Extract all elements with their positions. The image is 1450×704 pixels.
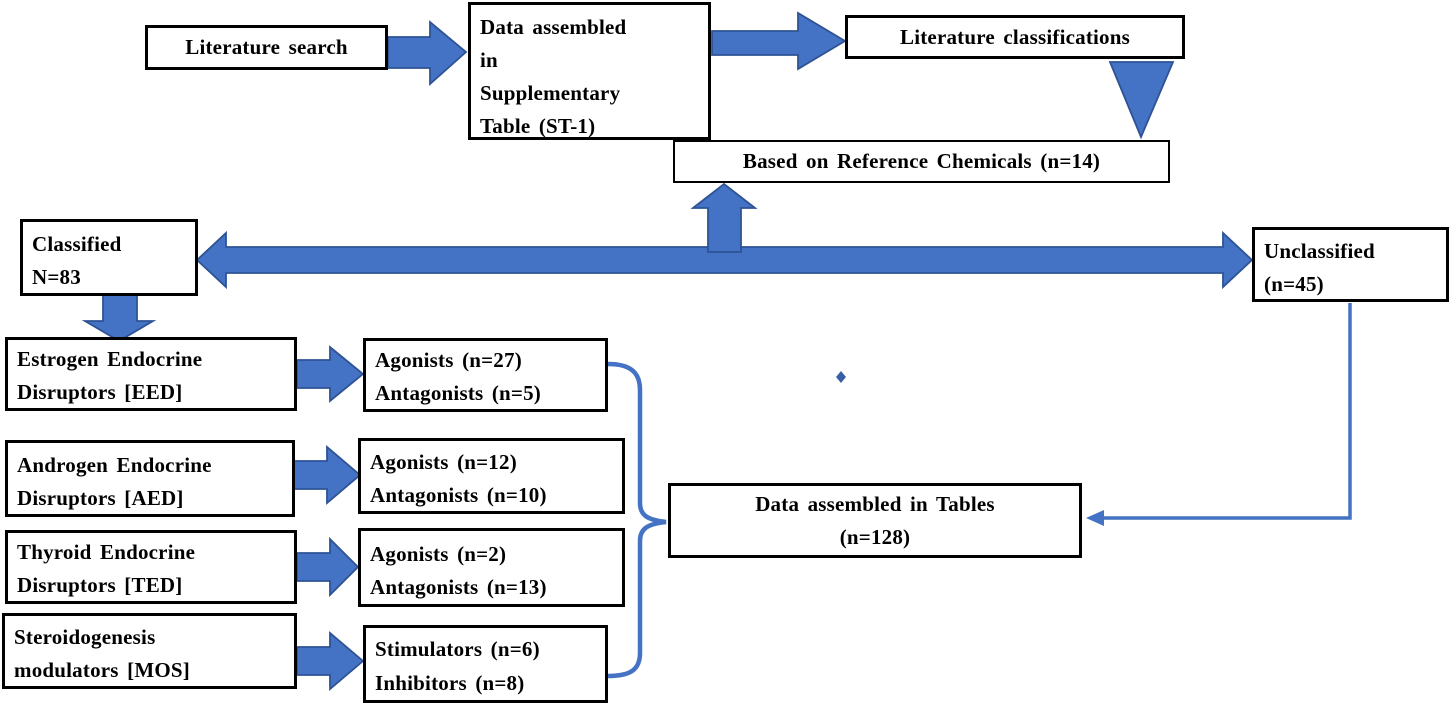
node-thyroid-endocrine-disruptors: Thyroid Endocrine Disruptors [TED]: [5, 530, 297, 604]
arrow-aed-to-results-icon: [291, 445, 362, 505]
node-aed-results: Agonists (n=12) Antagonists (n=10): [358, 438, 625, 514]
node-classified: Classified N=83: [20, 219, 198, 296]
arrow-eed-to-results-icon: [296, 345, 365, 403]
node-data-assembled-st1: Data assembled in Supplementary Table (S…: [468, 2, 711, 140]
connector-arrowhead-icon: [1086, 510, 1104, 526]
node-estrogen-endocrine-disruptors: Estrogen Endocrine Disruptors [EED]: [5, 337, 297, 411]
node-literature-search: Literature search: [145, 25, 388, 70]
arrow-up-to-reference-icon: [690, 182, 758, 253]
node-based-on-reference-chemicals: Based on Reference Chemicals (n=14): [673, 140, 1170, 183]
node-eed-results: Agonists (n=27) Antagonists (n=5): [363, 338, 608, 412]
arrow-mos-to-results-icon: [296, 631, 365, 691]
node-data-assembled-tables: Data assembled in Tables (n=128): [668, 483, 1082, 558]
connector-unclassified-to-tables-icon: [1098, 303, 1352, 520]
arrow-classified-to-eed-icon: [81, 294, 157, 343]
arrow-classifications-to-reference-icon: [1108, 61, 1175, 140]
node-literature-classifications: Literature classifications: [845, 15, 1185, 59]
arrow-search-to-st1-icon: [387, 20, 468, 87]
node-ted-results: Agonists (n=2) Antagonists (n=13): [358, 528, 625, 607]
node-androgen-endocrine-disruptors: Androgen Endocrine Disruptors [AED]: [5, 440, 295, 517]
node-steroidogenesis-modulators: Steroidogenesis modulators [MOS]: [2, 613, 297, 689]
arrow-ted-to-results-icon: [296, 536, 360, 598]
arrow-st1-to-classifications-icon: [711, 11, 847, 71]
node-mos-results: Stimulators (n=6) Inhibitors (n=8): [363, 625, 608, 703]
brace-results-to-tables-icon: [605, 361, 667, 679]
diamond-dot-icon: [836, 371, 846, 383]
node-unclassified: Unclassified (n=45): [1252, 227, 1449, 302]
